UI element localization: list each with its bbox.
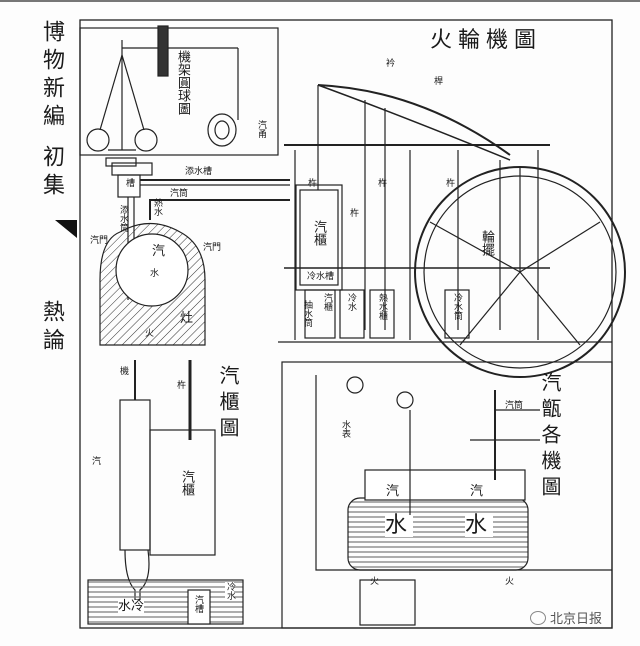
cold-tank-label: 冷水槽 xyxy=(307,272,335,282)
cabinet-panel-lines xyxy=(87,360,244,625)
condenser-label: 冷水筒 xyxy=(452,293,462,320)
boiler xyxy=(99,162,290,346)
furnace-label: 灶 xyxy=(180,311,194,326)
panel-pipe-label: 汽筒 xyxy=(505,401,524,411)
cabinet-panel-title: 汽櫃圖 xyxy=(216,365,240,443)
boiler-panel-lines xyxy=(281,361,613,629)
feed-pipe-label: 添水筒 xyxy=(118,205,128,232)
governor-inset xyxy=(79,25,279,167)
rod-label-1: 杵 xyxy=(308,179,318,189)
cold-water-label: 水冷 xyxy=(118,599,145,614)
watermark: 北京日报 xyxy=(530,608,602,627)
governor-pipe-label: 汽甬 xyxy=(256,120,266,138)
boiler-water-label: 水 xyxy=(150,269,160,279)
panel-steam-right: 汽 xyxy=(470,484,484,499)
beam-engine xyxy=(278,84,626,378)
left-vent-label: 汽門 xyxy=(90,236,109,246)
volume-label: 初集 xyxy=(39,145,64,201)
tank-label: 添水槽 xyxy=(185,167,213,177)
steam-pipe-label: 汽筒 xyxy=(170,189,189,199)
governor-label: 機架圓球圖 xyxy=(175,50,190,115)
cabinet-steam-label: 汽櫃 xyxy=(179,470,194,496)
boiler-panel-title: 汽甑各機圖 xyxy=(538,372,562,502)
top-border xyxy=(0,0,640,2)
pump-label: 抽水筒 xyxy=(302,300,312,327)
cylinder-label: 汽櫃 xyxy=(311,220,326,246)
steam-trough-label: 汽槽 xyxy=(193,595,203,613)
hot-water-label: 熱水 xyxy=(152,198,162,216)
cabinet-top-label: 機 xyxy=(120,367,130,377)
panel-steam-left: 汽 xyxy=(386,484,400,499)
rod-label-3: 杵 xyxy=(446,179,456,189)
book-title: 博物新編 xyxy=(39,20,64,132)
rod-label-2: 杵 xyxy=(378,179,388,189)
beam-label-1: 衿 xyxy=(386,59,396,69)
beam-label-2: 桿 xyxy=(434,77,444,87)
right-vent-label: 汽門 xyxy=(203,243,222,253)
hot-tank-label: 熱水櫃 xyxy=(377,293,387,320)
panel-fire-left: 火 xyxy=(370,577,380,587)
rod-label-4: 杵 xyxy=(350,209,360,219)
main-title: 火輪機圖 xyxy=(430,28,543,53)
fire-label: 火 xyxy=(145,329,155,339)
panel-water-right: 水 xyxy=(465,513,494,538)
section-label: 熱論 xyxy=(39,300,64,356)
panel-fire-right: 火 xyxy=(505,577,515,587)
watermark-text: 北京日报 xyxy=(550,612,603,627)
cabinet-rod-label: 杵 xyxy=(175,380,185,389)
boiler-steam-label: 汽 xyxy=(152,244,166,259)
cabinet-water-label: 冷水 xyxy=(225,582,235,600)
section-marker-triangle xyxy=(55,220,77,238)
cabinet-inlet-label: 汽 xyxy=(92,457,102,467)
watermark-logo-icon xyxy=(530,610,546,625)
cold-pipe-label: 冷水 xyxy=(346,293,356,311)
steam-tank-label: 汽櫃 xyxy=(322,293,332,311)
panel-gauge-label: 水表 xyxy=(340,420,350,438)
wheel-label: 輪擺 xyxy=(479,230,494,256)
tank-small-label: 槽 xyxy=(124,178,134,187)
panel-water-left: 水 xyxy=(385,513,414,538)
